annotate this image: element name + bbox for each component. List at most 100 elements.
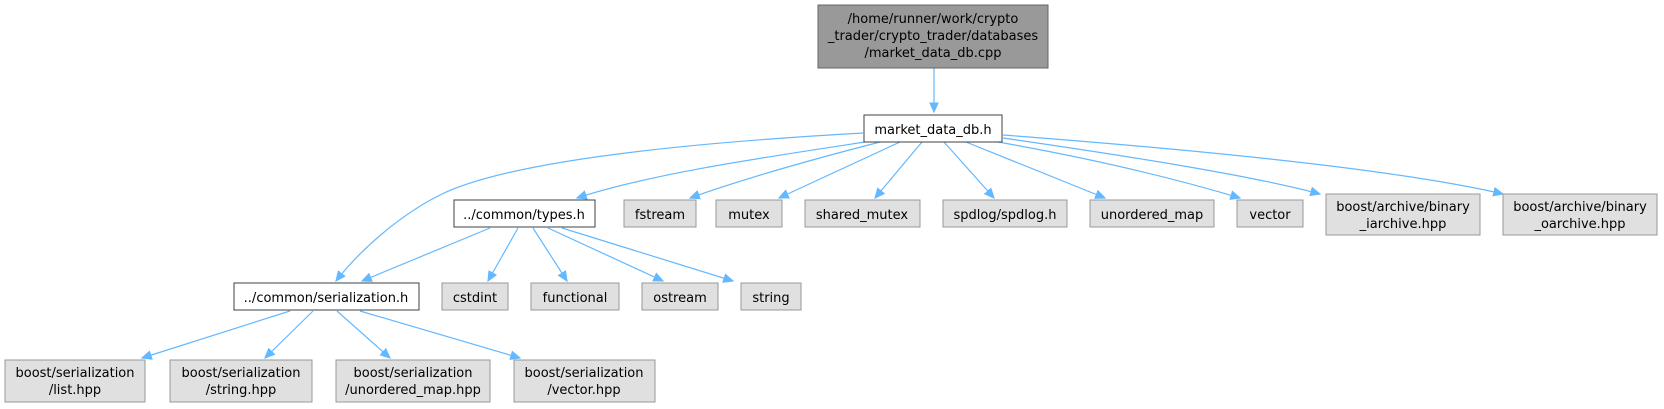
node-box (817, 4, 1049, 69)
node-label-line: boost/serialization (524, 366, 643, 381)
node-label-line: boost/serialization (181, 366, 300, 381)
edge-serialization-h-to-ser-list (142, 310, 291, 358)
edge-market-data-db-h-to-serialization-h (336, 132, 864, 281)
node-label-line: unordered_map (1101, 208, 1204, 223)
node-label-line: ../common/types.h (463, 208, 585, 223)
node-ser-string[interactable]: boost/serialization /string.hpp (169, 359, 313, 403)
node-mutex[interactable]: mutex (715, 199, 783, 228)
node-label-line: boost/serialization (15, 366, 134, 381)
node-label-line: /market_data_db.cpp (864, 46, 1001, 61)
node-label-line: spdlog/spdlog.h (954, 208, 1057, 223)
edge-market-data-db-h-to-binary-oarchive (1002, 134, 1503, 194)
svg-text:string: string (752, 291, 789, 306)
node-label-line: boost/archive/binary (1336, 200, 1470, 215)
svg-text:cstdint: cstdint (453, 291, 497, 306)
node-label-line: fstream (635, 208, 685, 223)
node-box (169, 359, 313, 403)
node-serialization-h[interactable]: ../common/serialization.h (233, 282, 420, 311)
node-types-h[interactable]: ../common/types.h (453, 199, 596, 228)
node-label-line: /home/runner/work/crypto (848, 12, 1019, 27)
svg-text:/string.hpp: /string.hpp (206, 383, 277, 398)
node-binary-iarchive[interactable]: boost/archive/binary _iarchive.hpp (1325, 193, 1481, 236)
svg-text:functional: functional (543, 291, 608, 306)
node-box (715, 199, 783, 228)
edge-market-data-db-h-to-shared-mutex (875, 141, 923, 198)
svg-text:../common/serialization.h: ../common/serialization.h (244, 291, 409, 306)
node-box (1325, 193, 1481, 236)
edge-types-h-to-serialization-h (362, 227, 491, 281)
node-box (513, 359, 656, 403)
node-box (530, 282, 620, 311)
node-box (4, 359, 146, 403)
node-string[interactable]: string (740, 282, 802, 311)
node-box (1089, 199, 1215, 228)
node-ser-unordered-map[interactable]: boost/serialization /unordered_map.hpp (335, 359, 491, 403)
node-spdlog[interactable]: spdlog/spdlog.h (942, 199, 1068, 228)
svg-text:/list.hpp: /list.hpp (49, 383, 101, 398)
edge-types-h-to-string (561, 227, 733, 281)
node-ser-vector[interactable]: boost/serialization /vector.hpp (513, 359, 656, 403)
node-label-line: _trader/crypto_trader/databases (827, 29, 1039, 44)
node-cstdint[interactable]: cstdint (441, 282, 509, 311)
node-unordered-map[interactable]: unordered_map (1089, 199, 1215, 228)
node-label-line: shared_mutex (816, 208, 909, 223)
edge-serialization-h-to-ser-unordered-map (336, 310, 390, 358)
svg-text:boost/archive/binary: boost/archive/binary (1513, 200, 1647, 215)
svg-text:boost/serialization: boost/serialization (15, 366, 134, 381)
svg-text:vector: vector (1249, 208, 1291, 223)
svg-text:fstream: fstream (635, 208, 685, 223)
node-box (335, 359, 491, 403)
node-binary-oarchive[interactable]: boost/archive/binary _oarchive.hpp (1502, 193, 1658, 236)
edge-types-h-to-functional (532, 227, 567, 281)
node-box (804, 199, 921, 228)
edge-types-h-to-ostream (547, 227, 663, 281)
node-vector[interactable]: vector (1236, 199, 1304, 228)
edge-serialization-h-to-ser-string (265, 310, 314, 358)
graph-edges (142, 68, 1503, 358)
node-functional[interactable]: functional (530, 282, 620, 311)
node-label-line: /list.hpp (49, 383, 101, 398)
edge-market-data-db-h-to-mutex (779, 141, 901, 198)
edge-serialization-h-to-ser-vector (359, 310, 520, 358)
node-label-line: cstdint (453, 291, 497, 306)
node-box (453, 199, 596, 228)
svg-text:/vector.hpp: /vector.hpp (547, 383, 620, 398)
svg-text:market_data_db.h: market_data_db.h (874, 123, 991, 138)
node-box (942, 199, 1068, 228)
node-label-line: _iarchive.hpp (1359, 217, 1447, 232)
node-label-line: boost/serialization (353, 366, 472, 381)
node-shared-mutex[interactable]: shared_mutex (804, 199, 921, 228)
node-ostream[interactable]: ostream (641, 282, 719, 311)
node-ser-list[interactable]: boost/serialization /list.hpp (4, 359, 146, 403)
node-label-line: /unordered_map.hpp (345, 383, 481, 398)
svg-text:../common/types.h: ../common/types.h (463, 208, 585, 223)
svg-text:_oarchive.hpp: _oarchive.hpp (1533, 217, 1625, 232)
node-label-line: string (752, 291, 789, 306)
svg-text:/market_data_db.cpp: /market_data_db.cpp (864, 46, 1001, 61)
node-box (623, 199, 697, 228)
svg-text:boost/serialization: boost/serialization (181, 366, 300, 381)
node-label-line: functional (543, 291, 608, 306)
node-market-data-db-h[interactable]: market_data_db.h (863, 114, 1003, 143)
svg-text:spdlog/spdlog.h: spdlog/spdlog.h (954, 208, 1057, 223)
node-label-line: /vector.hpp (547, 383, 620, 398)
svg-text:unordered_map: unordered_map (1101, 208, 1204, 223)
svg-text:_trader/crypto_trader/database: _trader/crypto_trader/databases (827, 29, 1039, 44)
node-box (1236, 199, 1304, 228)
edge-market-data-db-h-to-vector (997, 141, 1240, 198)
edge-market-data-db-h-to-fstream (690, 141, 881, 198)
node-label-line: /string.hpp (206, 383, 277, 398)
node-market-data-db-cpp[interactable]: /home/runner/work/crypto _trader/crypto_… (817, 4, 1049, 69)
svg-text:/unordered_map.hpp: /unordered_map.hpp (345, 383, 481, 398)
svg-text:_iarchive.hpp: _iarchive.hpp (1359, 217, 1447, 232)
node-label-line: vector (1249, 208, 1291, 223)
node-label-line: market_data_db.h (874, 123, 991, 138)
node-label-line: mutex (728, 208, 770, 223)
edge-market-data-db-h-to-binary-iarchive (1002, 137, 1320, 194)
svg-text:mutex: mutex (728, 208, 770, 223)
node-box (863, 114, 1003, 143)
svg-text:ostream: ostream (653, 291, 707, 306)
node-fstream[interactable]: fstream (623, 199, 697, 228)
node-label-line: boost/archive/binary (1513, 200, 1647, 215)
